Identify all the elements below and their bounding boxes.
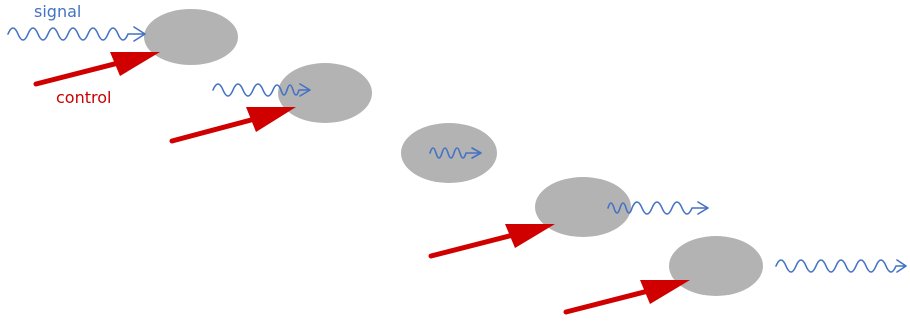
stage-2 (169, 63, 372, 144)
control-arrowhead (505, 224, 555, 248)
atomic-medium (278, 63, 372, 123)
control-arrowhead (110, 52, 160, 76)
signal-pulse (775, 259, 907, 273)
control-arrowhead (640, 280, 690, 304)
signal-label: signal (34, 2, 81, 21)
signal-pulse (7, 26, 146, 42)
control-beam (563, 285, 663, 315)
atomic-medium (144, 9, 238, 65)
signal-pulse (212, 83, 311, 97)
control-beam (169, 113, 269, 144)
stage-5 (563, 236, 907, 315)
atomic-medium (669, 236, 763, 296)
stage-4 (428, 177, 709, 259)
signal-pulse-stored (429, 147, 482, 159)
stage-3 (401, 123, 497, 183)
control-beam (33, 57, 133, 87)
stage-1: signal control (7, 2, 238, 107)
atomic-medium (535, 177, 631, 237)
control-label: control (56, 88, 111, 107)
signal-pulse (607, 201, 709, 215)
control-arrowhead (246, 107, 296, 132)
atomic-medium (401, 123, 497, 183)
control-beam (428, 229, 528, 259)
